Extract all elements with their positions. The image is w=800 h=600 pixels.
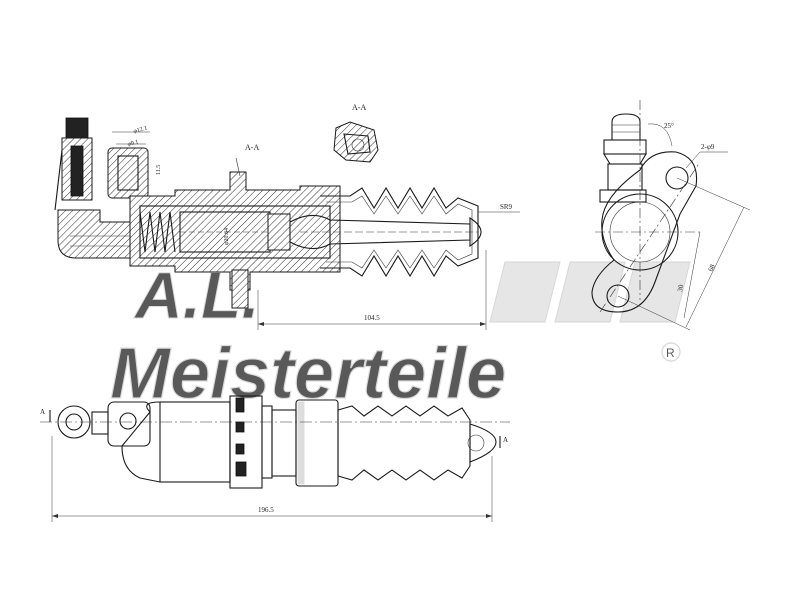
rod-end-ball (469, 216, 482, 248)
dim-stroke-length: 104.5 (364, 314, 380, 322)
dim-port-length: 11.5 (156, 165, 162, 175)
watermark-stripes (489, 261, 691, 323)
dim-hole-spacing: 68 (707, 263, 717, 273)
section-label-top: A-A (352, 103, 366, 112)
side-view-boot (337, 405, 471, 481)
mounting-foot (231, 269, 249, 309)
flange (591, 151, 698, 313)
bleeder-port (54, 117, 93, 211)
brand-watermark: A.L. Meisterteile R (109, 258, 691, 415)
section-marker-left: A (40, 408, 45, 416)
section-detail: A-A (333, 103, 379, 163)
inlet-fitting (107, 131, 150, 199)
end-view: 68 30 25° 2-φ9 (591, 100, 751, 331)
dim-overall-length: 196.5 (258, 506, 274, 514)
dim-hole-spec: 2-φ9 (701, 143, 715, 151)
side-view: A A 196.5 (40, 395, 510, 522)
section-label-left: A-A (245, 143, 259, 152)
registered-mark (661, 342, 681, 362)
section-view: 104.5 SR9 φ20.64 φ12.1 φ9.1 11.5 A-A (54, 117, 520, 330)
dim-angle: 25° (664, 122, 674, 130)
mount-hole-upper (665, 166, 689, 190)
registered-letter: R (666, 346, 675, 360)
dim-port-outer-diameter: φ12.1 (133, 126, 148, 135)
return-spring (139, 211, 176, 253)
dim-flange-offset: 30 (676, 284, 685, 293)
dim-bore-diameter: φ20.64 (224, 228, 230, 245)
cylinder-body (129, 171, 341, 291)
watermark-brand-name: Meisterteile (110, 334, 506, 414)
dim-sphere-radius: SR9 (500, 203, 513, 211)
inlet-pipe (57, 209, 141, 259)
end-view-nipple (611, 113, 641, 141)
dim-port-inner-diameter: φ9.1 (127, 139, 139, 148)
rubber-boot (320, 186, 479, 278)
side-view-body (121, 401, 231, 483)
section-marker-right: A (503, 436, 508, 444)
